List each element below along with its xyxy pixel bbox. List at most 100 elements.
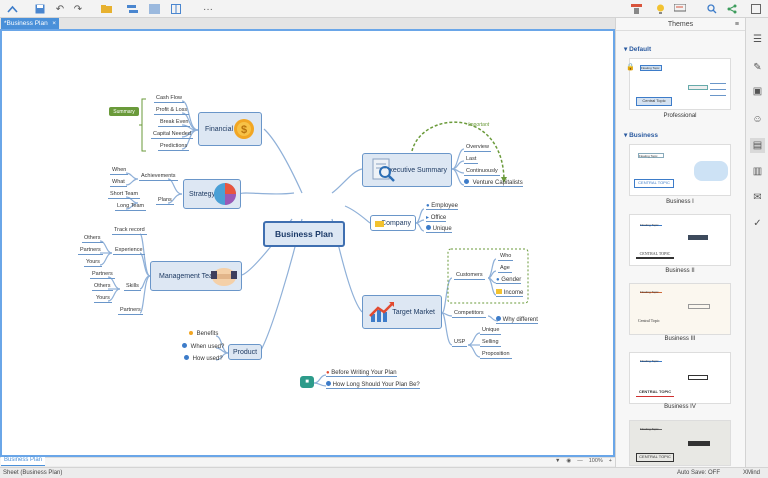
- management-item[interactable]: Others: [92, 283, 113, 291]
- company-item[interactable]: ● Employee: [426, 203, 458, 210]
- strategy-item[interactable]: Short Team: [108, 191, 141, 199]
- folder-icon[interactable]: [100, 2, 116, 16]
- comments-icon[interactable]: ✉: [753, 192, 762, 203]
- theme-thumb-business-2[interactable]: Floating Topic CENTRAL TOPIC: [629, 214, 731, 266]
- notes-icon[interactable]: ▥: [752, 166, 763, 177]
- customer-item[interactable]: ● Gender: [496, 277, 522, 284]
- strategy-achievements[interactable]: Achievements: [139, 173, 178, 181]
- product-item[interactable]: How used?: [184, 355, 223, 362]
- theme-icon[interactable]: [628, 2, 644, 16]
- product-item[interactable]: Benefits: [189, 331, 218, 337]
- floating-item[interactable]: How Long Should Your Plan Be?: [326, 381, 420, 389]
- central-topic[interactable]: Business Plan: [263, 221, 345, 247]
- strategy-plans[interactable]: Plans: [156, 197, 174, 205]
- topic-target-market[interactable]: Target Market: [362, 295, 442, 329]
- management-experience[interactable]: Experience: [113, 247, 145, 255]
- format-icon[interactable]: [168, 2, 184, 16]
- topic-strategy[interactable]: Strategy: [183, 179, 241, 209]
- financial-item[interactable]: Profit & Loss: [154, 107, 190, 115]
- exec-item[interactable]: Overview: [464, 144, 491, 152]
- presentation-icon[interactable]: [672, 2, 688, 16]
- customer-item[interactable]: Income: [496, 289, 524, 297]
- undo-icon[interactable]: ↶: [55, 3, 65, 15]
- save-icon[interactable]: [32, 2, 48, 16]
- financial-item[interactable]: Predictions: [158, 143, 190, 151]
- floating-item[interactable]: ● Before Writing Your Plan: [326, 370, 397, 377]
- relationship-label[interactable]: Important: [468, 122, 490, 128]
- customer-item[interactable]: Age: [498, 265, 512, 273]
- image-icon[interactable]: ▣: [752, 86, 763, 97]
- autosave-status[interactable]: Auto Save: OFF: [676, 470, 720, 476]
- thumb-central: CENTRAL TOPIC: [636, 389, 674, 397]
- exec-item[interactable]: Venture Capitalists: [464, 179, 523, 187]
- user-status[interactable]: XMind: [742, 470, 760, 476]
- management-skills[interactable]: Skills: [124, 283, 141, 291]
- idea-icon[interactable]: [652, 2, 668, 16]
- horizontal-scrollbar[interactable]: [0, 457, 615, 466]
- themes-icon[interactable]: ▤: [750, 138, 765, 153]
- sheet-tab[interactable]: Business Plan: [1, 457, 46, 466]
- tasks-icon[interactable]: ✓: [753, 218, 762, 229]
- competitor-item[interactable]: Why different: [496, 316, 538, 324]
- exec-item[interactable]: Last: [464, 156, 479, 164]
- management-track[interactable]: Track record: [112, 227, 147, 235]
- topic-executive-summary[interactable]: Executive Summary: [362, 153, 452, 187]
- product-item[interactable]: When used?: [182, 343, 224, 350]
- theme-thumb-business-1[interactable]: Floating Topic CENTRAL TOPIC: [629, 144, 731, 196]
- usp-item[interactable]: Proposition: [480, 351, 512, 359]
- more-icon[interactable]: ···: [203, 3, 213, 15]
- theme-thumb-business-5[interactable]: Floating Topic CENTRAL TOPIC: [629, 420, 731, 466]
- outline-icon[interactable]: [146, 2, 162, 16]
- summary-tag[interactable]: Summary: [109, 107, 139, 116]
- fullscreen-icon[interactable]: [748, 2, 764, 16]
- management-item[interactable]: Others: [82, 235, 103, 243]
- management-item[interactable]: Partners: [78, 247, 103, 255]
- pie-chart-icon: [213, 182, 237, 208]
- theme-thumb-business-4[interactable]: Floating Topic CENTRAL TOPIC: [629, 352, 731, 404]
- floating-topic[interactable]: ■: [300, 376, 314, 388]
- eye-icon[interactable]: ◉: [566, 458, 572, 464]
- redo-icon[interactable]: ↷: [73, 3, 83, 15]
- management-partners[interactable]: Partners: [118, 307, 143, 315]
- customer-item[interactable]: Who: [498, 253, 514, 261]
- usp-item[interactable]: Selling: [480, 339, 501, 347]
- icons-icon[interactable]: ☺: [752, 114, 763, 125]
- zoom-out-icon[interactable]: —: [577, 458, 583, 464]
- target-usp[interactable]: USP: [452, 339, 468, 347]
- usp-item[interactable]: Unique: [480, 327, 502, 335]
- topic-product[interactable]: Product: [228, 344, 262, 360]
- theme-thumb-professional[interactable]: 🔒 Floating Topic Central Topic: [626, 58, 731, 110]
- target-competitors[interactable]: Competitors: [452, 310, 486, 318]
- search-icon[interactable]: [704, 2, 720, 16]
- strategy-item[interactable]: Long Team: [115, 203, 147, 211]
- strategy-item[interactable]: When: [110, 167, 129, 175]
- outline-view-icon[interactable]: ☰: [753, 34, 762, 45]
- company-item[interactable]: Unique: [426, 225, 452, 233]
- close-icon[interactable]: ×: [52, 20, 56, 27]
- section-default[interactable]: ▾ Default: [624, 46, 652, 53]
- company-item[interactable]: ▸ Office: [426, 214, 447, 222]
- style-icon[interactable]: [124, 2, 140, 16]
- topic-financial[interactable]: Financial $: [198, 112, 262, 146]
- zoom-in-icon[interactable]: +: [608, 458, 612, 464]
- share-icon[interactable]: [724, 2, 740, 16]
- tab-business-plan[interactable]: *Business Plan ×: [1, 18, 59, 29]
- financial-item[interactable]: Capital Needed: [151, 131, 193, 139]
- section-business[interactable]: ▾ Business: [624, 132, 658, 139]
- filter-icon[interactable]: ▼: [554, 458, 561, 464]
- strategy-item[interactable]: What: [110, 179, 127, 187]
- theme-thumb-business-3[interactable]: Floating Topic Central Topic: [629, 283, 731, 335]
- format-brush-icon[interactable]: ✎: [753, 62, 762, 73]
- exec-item[interactable]: Continuously: [464, 168, 500, 176]
- target-customers[interactable]: Customers: [454, 272, 485, 280]
- management-item[interactable]: Yours: [84, 259, 102, 267]
- home-icon[interactable]: [4, 2, 20, 16]
- mindmap-canvas[interactable]: Summary Cash Flow Profit & Loss Break Ev…: [0, 29, 615, 457]
- financial-item[interactable]: Break Even: [158, 119, 191, 127]
- management-item[interactable]: Partners: [90, 271, 115, 279]
- panel-menu-icon[interactable]: ≡: [734, 20, 739, 28]
- financial-item[interactable]: Cash Flow: [154, 95, 184, 103]
- topic-management-team[interactable]: Management Team: [150, 261, 242, 291]
- topic-company[interactable]: Company: [370, 215, 416, 231]
- management-item[interactable]: Yours: [94, 295, 112, 303]
